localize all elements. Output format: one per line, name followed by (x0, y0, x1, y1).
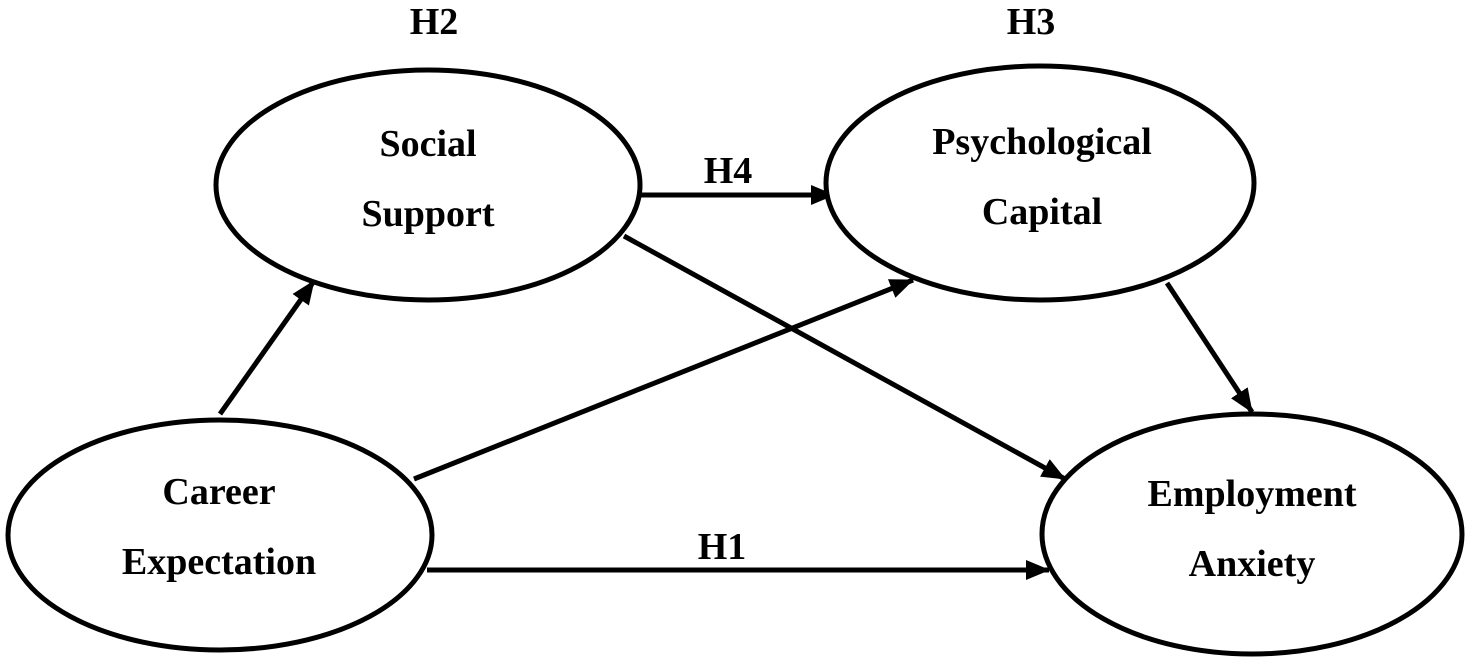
psychological-capital-line1: Psychological (932, 121, 1152, 163)
edge-psychological-to-employment (1164, 281, 1255, 414)
edge-social-to-employment (622, 233, 1067, 482)
hypothesis-label-h1: H1 (698, 526, 747, 568)
career-expectation-line1: Career (162, 471, 275, 513)
social-support-line2: Support (361, 193, 494, 235)
employment-anxiety-line1: Employment (1148, 473, 1357, 515)
hypothesis-label-h3: H3 (1007, 1, 1056, 43)
node-employment-anxiety: Employment Anxiety (1039, 411, 1465, 657)
hypothesis-label-h2: H2 (410, 1, 459, 43)
node-career-expectation: Career Expectation (5, 417, 435, 653)
edge-career-to-psychological (413, 277, 914, 482)
social-support-line1: Social (379, 123, 476, 165)
career-expectation-line2: Expectation (122, 541, 316, 583)
node-psychological-capital: Psychological Capital (823, 63, 1257, 303)
hypothesis-label-h4: H4 (704, 150, 753, 192)
psychological-capital-line2: Capital (982, 191, 1102, 233)
edge-career-to-social (217, 279, 317, 416)
node-social-support: Social Support (213, 67, 643, 303)
employment-anxiety-line2: Anxiety (1189, 543, 1316, 585)
